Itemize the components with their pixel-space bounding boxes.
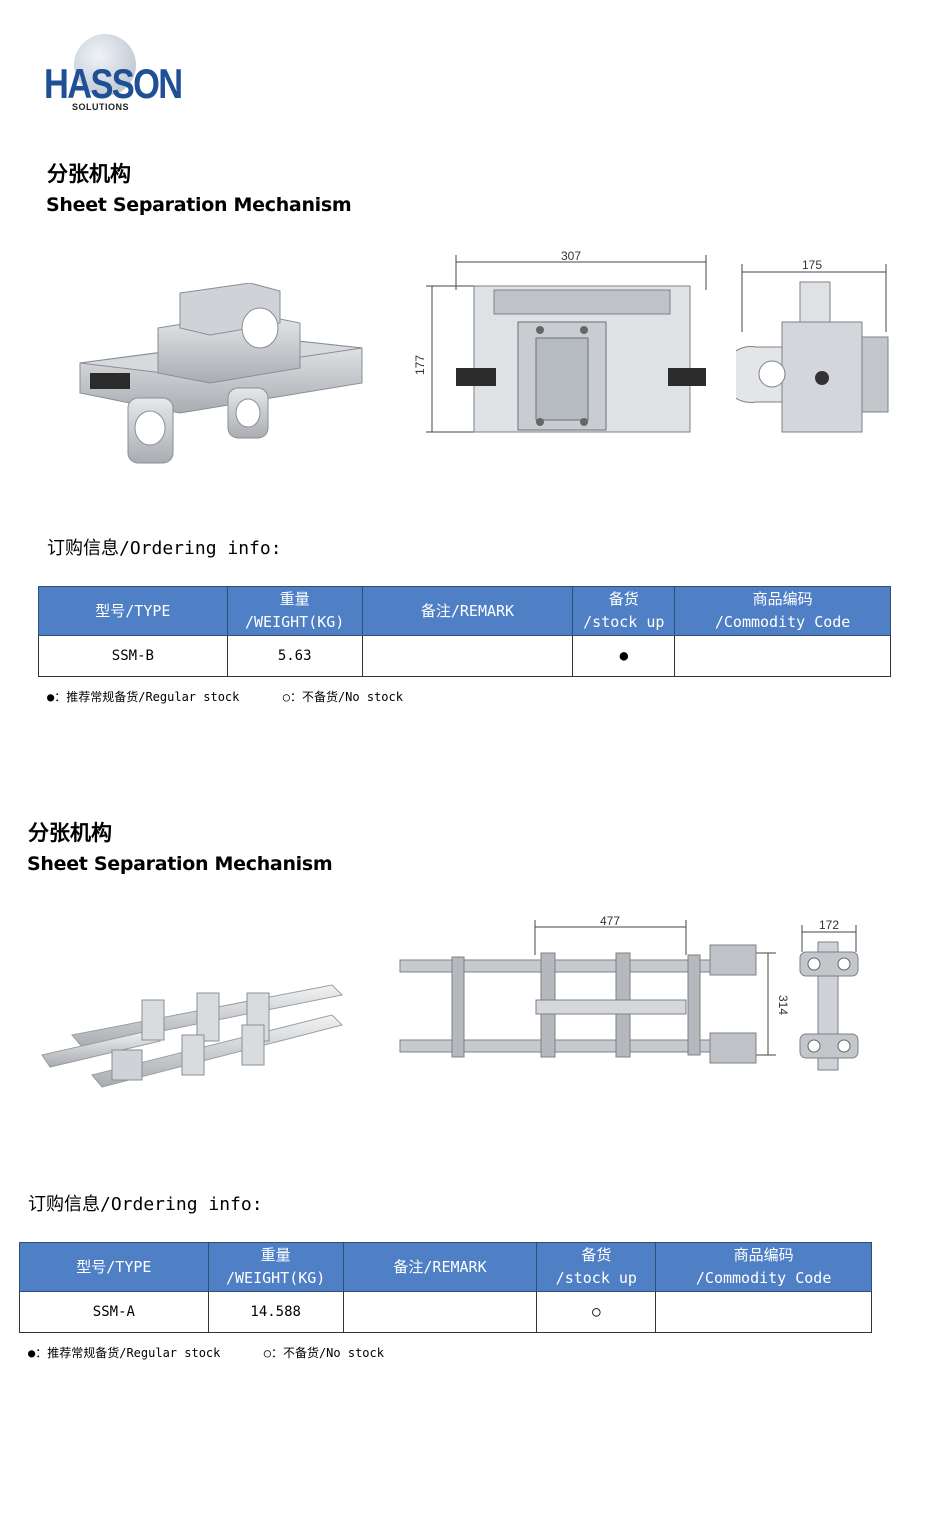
cell-remark: [361, 635, 574, 677]
header-type: 型号/TYPE: [19, 1242, 209, 1292]
cell-remark: [342, 1291, 538, 1333]
drawing-front-ssm-b: 307 177: [414, 249, 707, 433]
header-stock: 备货/stock up: [536, 1242, 657, 1292]
table-header-row: 型号/TYPE 重量/WEIGHT(KG) 备注/REMARK 备货/stock…: [38, 586, 891, 636]
cell-code: [655, 1291, 872, 1333]
header-remark: 备注/REMARK: [361, 586, 574, 636]
header-remark: 备注/REMARK: [342, 1242, 538, 1292]
header-weight: 重量/WEIGHT(KG): [207, 1242, 344, 1292]
header-weight: 重量/WEIGHT(KG): [226, 586, 363, 636]
cell-weight: 14.588: [207, 1291, 344, 1333]
section1-title-cn: 分张机构: [47, 162, 131, 186]
ordering-info-label: 订购信息/Ordering info:: [28, 1194, 263, 1215]
cell-type: SSM-A: [19, 1291, 209, 1333]
dim-height-ssm-b: 177: [414, 355, 427, 375]
drawing-front-ssm-a: 477 314: [399, 914, 788, 1064]
stock-legend: ●：推荐常规备货/Regular stock ○：不备货/No stock: [47, 690, 403, 704]
header-stock: 备货/stock up: [572, 586, 676, 636]
globe-icon: [74, 34, 136, 96]
hasson-logo: HASSON SOLUTIONS: [44, 34, 183, 114]
cell-stock: ○: [536, 1291, 657, 1333]
header-code: 商品编码/Commodity Code: [674, 586, 891, 636]
dim-side-ssm-b: 175: [802, 258, 822, 272]
dim-width-ssm-a: 477: [600, 914, 620, 928]
drawing-side-ssm-b: 175: [736, 258, 889, 433]
cell-code: [674, 635, 891, 677]
logo-sub: SOLUTIONS: [72, 102, 130, 112]
header-code: 商品编码/Commodity Code: [655, 1242, 872, 1292]
dim-width-ssm-b: 307: [561, 249, 581, 263]
product-image-ssm-a: [41, 984, 344, 1088]
stock-legend: ●：推荐常规备货/Regular stock ○：不备货/No stock: [28, 1346, 384, 1360]
product-image-ssm-b: [79, 283, 363, 464]
table-header-row: 型号/TYPE 重量/WEIGHT(KG) 备注/REMARK 备货/stock…: [19, 1242, 872, 1292]
section2-title-en: Sheet Separation Mechanism: [27, 853, 333, 875]
section2-title-cn: 分张机构: [28, 821, 112, 845]
dim-side-ssm-a: 172: [819, 918, 839, 932]
section1-title-en: Sheet Separation Mechanism: [46, 194, 352, 216]
header-type: 型号/TYPE: [38, 586, 228, 636]
logo-name: HASSON: [44, 60, 183, 107]
drawing-side-ssm-a: 172: [799, 918, 859, 1071]
table-row: SSM-A 14.588 ○: [19, 1291, 872, 1333]
ordering-info-label: 订购信息/Ordering info:: [47, 538, 282, 559]
cell-weight: 5.63: [226, 635, 363, 677]
cell-stock: ●: [572, 635, 676, 677]
dim-height-ssm-a: 314: [776, 995, 788, 1015]
ordering-table-ssm-b: 型号/TYPE 重量/WEIGHT(KG) 备注/REMARK 备货/stock…: [38, 586, 891, 677]
ordering-table-ssm-a: 型号/TYPE 重量/WEIGHT(KG) 备注/REMARK 备货/stock…: [19, 1242, 872, 1333]
cell-type: SSM-B: [38, 635, 228, 677]
table-row: SSM-B 5.63 ●: [38, 635, 891, 677]
